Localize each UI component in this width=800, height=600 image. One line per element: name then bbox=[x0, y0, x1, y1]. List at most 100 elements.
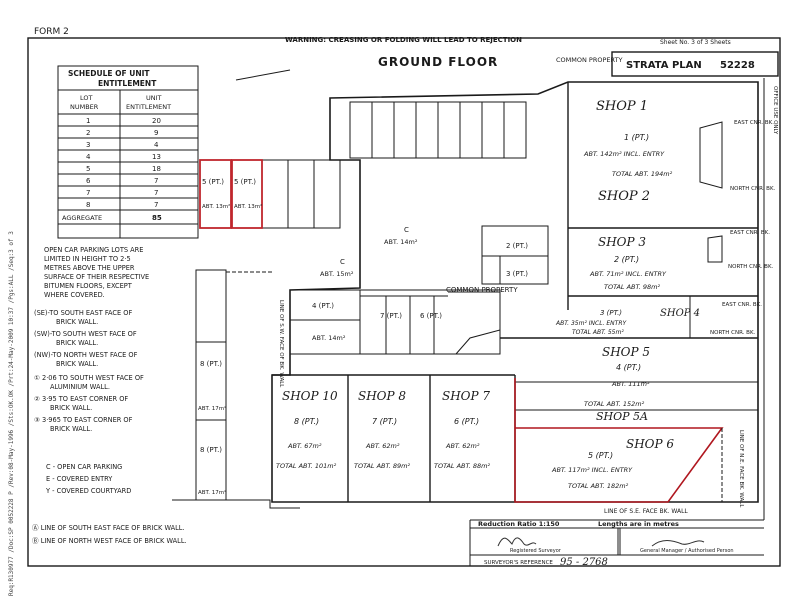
shop-4-lot: 3 (PT.) bbox=[600, 309, 622, 317]
shop-1-total: TOTAL ABT. 194m² bbox=[612, 170, 673, 178]
col-number: NUMBER bbox=[70, 103, 99, 111]
se-note-2: BRICK WALL. bbox=[56, 318, 98, 326]
east-corner-3: EAST CNR. BK. bbox=[722, 302, 762, 308]
surveyor-ref-label: SURVEYOR'S REFERENCE bbox=[484, 560, 553, 566]
shop-10-name: SHOP 10 bbox=[282, 389, 338, 403]
shop-6-name: SHOP 6 bbox=[626, 437, 674, 451]
line-ne-face: LINE OF N.E. FACE BK. WALL bbox=[738, 430, 744, 508]
shop-6-total: TOTAL ABT. 182m² bbox=[568, 482, 629, 490]
bay-2-area: ABT. 13m² bbox=[234, 203, 262, 210]
lot-8-area-1: ABT. 17m² bbox=[198, 405, 226, 412]
strata-plan-number: 52228 bbox=[720, 60, 755, 71]
lot-8-area-2: ABT. 17m² bbox=[198, 489, 226, 496]
surveyor-ref-value: 95 - 2768 bbox=[560, 557, 608, 568]
aggregate-value: 85 bbox=[152, 214, 162, 222]
lengths-note: Lengths are in metres bbox=[598, 520, 679, 528]
shop-5-total: TOTAL ABT. 152m² bbox=[584, 400, 645, 408]
north-corner-2: NORTH CNR. BK. bbox=[728, 264, 774, 270]
warning-text: WARNING: CREASING OR FOLDING WILL LEAD T… bbox=[285, 36, 522, 44]
shop-10-lot: 8 (PT.) bbox=[294, 417, 319, 426]
nw-note-2: BRICK WALL. bbox=[56, 360, 98, 368]
shop-7-lot: 6 (PT.) bbox=[454, 417, 479, 426]
lot-8-pt-2: 8 (PT.) bbox=[200, 446, 222, 454]
plan-number-box bbox=[611, 51, 779, 77]
east-corner-1: EAST CNR. BK. bbox=[734, 120, 774, 126]
shop-1-lot: 1 (PT.) bbox=[624, 133, 649, 142]
north-corner-1: NORTH CNR. BK. bbox=[730, 186, 776, 192]
sched-ent-7: 7 bbox=[154, 189, 158, 197]
sw-note-1: (SW)-TO SOUTH WEST FACE OF bbox=[34, 330, 137, 338]
legend-e: E - COVERED ENTRY bbox=[46, 475, 113, 483]
line-a-note: Ⓐ LINE OF SOUTH EAST FACE OF BRICK WALL. bbox=[32, 524, 185, 532]
surveyor-signature bbox=[497, 537, 537, 547]
col-lot: LOT bbox=[80, 94, 93, 102]
common-property-top: COMMON PROPERTY bbox=[556, 56, 623, 64]
shop-6-red-boundary bbox=[514, 378, 724, 503]
office-use-only: OFFICE USE ONLY bbox=[772, 86, 778, 135]
carpark-c-2: C bbox=[340, 258, 345, 266]
shop-5-lot: 4 (PT.) bbox=[616, 363, 641, 372]
authorised-signature bbox=[651, 540, 705, 547]
lot-7-pt: 7 (PT.) bbox=[380, 312, 402, 320]
lot-3-pt: 3 (PT.) bbox=[506, 270, 528, 278]
schedule-table-frame bbox=[57, 65, 199, 239]
sched-ent-6: 7 bbox=[154, 177, 158, 185]
sw-note-2: BRICK WALL. bbox=[56, 339, 98, 347]
parking-note-2: LIMITED IN HEIGHT TO 2·5 bbox=[44, 255, 131, 263]
shop-3-name: SHOP 3 bbox=[598, 235, 646, 249]
line-se-face: LINE OF S.E. FACE BK. WALL bbox=[604, 508, 688, 515]
sched-ent-4: 13 bbox=[152, 153, 161, 161]
shop-4-area: ABT. 35m² INCL. ENTRY bbox=[555, 320, 627, 327]
parking-note-3: METRES ABOVE THE UPPER bbox=[44, 264, 135, 272]
shop-5-name: SHOP 5 bbox=[602, 345, 650, 359]
note-3-b: BRICK WALL. bbox=[50, 425, 92, 433]
note-3-a: ③ 3·965 TO EAST CORNER OF bbox=[34, 416, 133, 424]
carpark-c-1-area: ABT. 14m² bbox=[384, 238, 418, 246]
shop-4-name: SHOP 4 bbox=[660, 308, 700, 319]
form-number: FORM 2 bbox=[34, 27, 69, 37]
sched-ent-1: 20 bbox=[152, 117, 161, 125]
shop-4-total: TOTAL ABT. 55m² bbox=[572, 329, 624, 336]
sched-lot-3: 3 bbox=[86, 141, 90, 149]
shop-7-area: ABT. 62m² bbox=[445, 442, 480, 450]
sched-lot-1: 1 bbox=[86, 117, 90, 125]
legend-c: C - OPEN CAR PARKING bbox=[46, 463, 122, 471]
parking-note-5: BITUMEN FLOORS, EXCEPT bbox=[44, 282, 133, 290]
shop-2-name: SHOP 2 bbox=[598, 189, 650, 204]
strata-plan-label: STRATA PLAN bbox=[626, 60, 702, 71]
carpark-c-2-area: ABT. 15m² bbox=[320, 270, 354, 278]
sched-ent-2: 9 bbox=[154, 129, 158, 137]
highlight-bay-1 bbox=[199, 159, 232, 229]
lot-4-pt: 4 (PT.) bbox=[312, 302, 334, 310]
sched-lot-5: 5 bbox=[86, 165, 90, 173]
note-2-b: BRICK WALL. bbox=[50, 404, 92, 412]
schedule-title-2: ENTITLEMENT bbox=[98, 79, 157, 88]
line-b-note: Ⓑ LINE OF NORTH WEST FACE OF BRICK WALL. bbox=[32, 537, 187, 545]
note-1-a: ① 2·06 TO SOUTH WEST FACE OF bbox=[34, 374, 144, 382]
shop-3-total: TOTAL ABT. 98m² bbox=[604, 283, 660, 291]
lot-8-pt-1: 8 (PT.) bbox=[200, 360, 222, 368]
note-1-b: ALUMINIUM WALL. bbox=[50, 383, 110, 391]
shop-8-lot: 7 (PT.) bbox=[372, 417, 397, 426]
sched-lot-8: 8 bbox=[86, 201, 90, 209]
schedule-title-1: SCHEDULE OF UNIT bbox=[68, 69, 150, 78]
sched-ent-8: 7 bbox=[154, 201, 158, 209]
sched-ent-5: 18 bbox=[152, 165, 161, 173]
parking-note-6: WHERE COVERED. bbox=[44, 291, 105, 299]
floor-title: GROUND FLOOR bbox=[378, 55, 498, 69]
registered-surveyor: Registered Surveyor bbox=[510, 548, 562, 554]
authorised-person: General Manager / Authorised Person bbox=[640, 548, 734, 554]
parking-note-4: SURFACE OF THEIR RESPECTIVE bbox=[44, 273, 149, 281]
sched-ent-3: 4 bbox=[154, 141, 159, 149]
east-corner-2: EAST CNR. BK. bbox=[730, 230, 770, 236]
sheet-border bbox=[27, 37, 781, 567]
legend-y: Y - COVERED COURTYARD bbox=[45, 487, 131, 495]
shop-5a-name: SHOP 5A bbox=[596, 410, 648, 423]
registry-stamp: Req:R130977 /Doc:SP 0052228 P /Rev:08-Ma… bbox=[8, 231, 15, 596]
bay-1-area: ABT. 13m² bbox=[202, 203, 230, 210]
shop-6-area: ABT. 117m² INCL. ENTRY bbox=[551, 466, 633, 474]
sched-lot-2: 2 bbox=[86, 129, 90, 137]
shop-10-total: TOTAL ABT. 101m² bbox=[276, 462, 337, 470]
